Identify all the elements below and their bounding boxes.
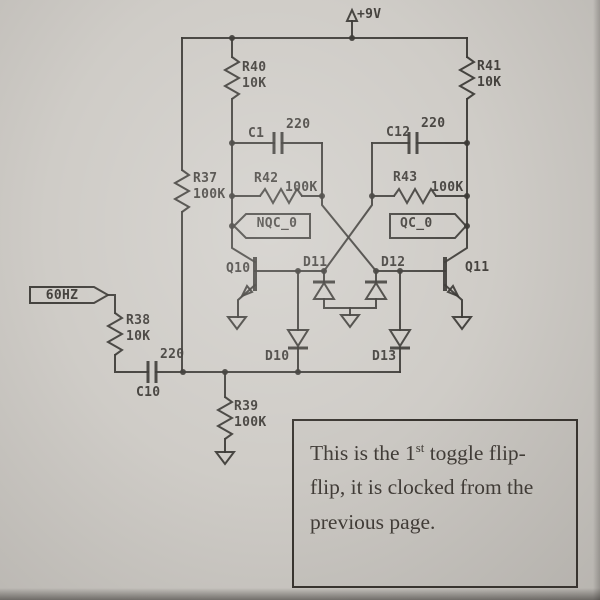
r39-name: R39	[234, 399, 259, 414]
resistor-r41	[443, 37, 477, 264]
r39-value: 100K	[234, 415, 267, 430]
emitter-arrow-icon	[446, 284, 461, 298]
q11-name: Q11	[465, 260, 490, 275]
c10-value: 220	[160, 347, 185, 362]
r42-name: R42	[254, 171, 279, 186]
r38-value: 10K	[126, 329, 151, 344]
net-flag-nqc	[232, 213, 311, 239]
capacitor-c12	[371, 132, 468, 154]
r43-name: R43	[393, 170, 418, 185]
resistor-r42	[231, 186, 323, 206]
note-line2: flip, it is clocked from the	[310, 475, 534, 500]
ground-q11-icon	[451, 316, 473, 331]
diode-pair-ground-net	[323, 298, 377, 329]
power-arrow-icon	[345, 7, 359, 22]
ground-center-icon	[339, 314, 361, 329]
d10-name: D10	[265, 349, 290, 364]
ground-r39-icon	[214, 451, 236, 466]
diode-d10	[286, 270, 310, 373]
d13-name: D13	[372, 349, 397, 364]
r41-name: R41	[477, 59, 502, 74]
note-line1-end: toggle flip-	[424, 441, 526, 465]
c10-name: C10	[136, 385, 161, 400]
d11-name: D11	[303, 255, 328, 270]
net-label-60hz: 60HZ	[45, 288, 79, 303]
resistor-r38	[105, 294, 149, 373]
note-ordinal-suffix: st	[415, 440, 425, 455]
r40-name: R40	[242, 60, 267, 75]
r37-value: 100K	[193, 187, 226, 202]
r42-value: 100K	[285, 180, 318, 195]
diode-d12	[364, 270, 388, 300]
resistor-r37	[172, 37, 192, 373]
resistor-r40	[222, 37, 257, 264]
note-box: This is the 1st toggle flip- flip, it is…	[292, 419, 578, 588]
r43-value: 100K	[431, 180, 464, 195]
r40-value: 10K	[242, 76, 267, 91]
diode-d11	[312, 270, 336, 300]
junction-dots	[180, 35, 470, 375]
note-line3: previous page.	[310, 509, 436, 534]
diode-d13	[388, 270, 412, 373]
net-flag-qc	[389, 213, 468, 239]
net-flag-60hz	[29, 286, 111, 304]
resistor-r39	[215, 371, 235, 453]
r37-name: R37	[193, 171, 218, 186]
r38-name: R38	[126, 313, 151, 328]
net-label-qc: QC_0	[400, 216, 433, 231]
d12-name: D12	[381, 255, 406, 270]
capacitor-c1	[231, 132, 323, 154]
cross-coupling-wires	[321, 142, 378, 273]
c12-name: C12	[386, 125, 411, 140]
emitter-arrow-icon	[239, 284, 254, 298]
c12-value: 220	[421, 116, 446, 131]
resistor-r43	[371, 186, 468, 206]
net-label-nqc: NQC_0	[256, 216, 298, 231]
c1-value: 220	[286, 117, 311, 132]
transistor-q11	[443, 257, 463, 318]
ground-q10-icon	[226, 316, 248, 331]
note-line1-start: This is the 1	[310, 441, 416, 465]
power-label: +9V	[357, 7, 382, 22]
note-text: This is the 1st toggle flip- flip, it is…	[294, 421, 576, 539]
transistor-q10	[237, 257, 257, 318]
power-rail	[181, 7, 468, 39]
r41-value: 10K	[477, 75, 502, 90]
capacitor-c10	[146, 361, 401, 383]
c1-name: C1	[248, 126, 265, 141]
q10-name: Q10	[226, 261, 251, 276]
